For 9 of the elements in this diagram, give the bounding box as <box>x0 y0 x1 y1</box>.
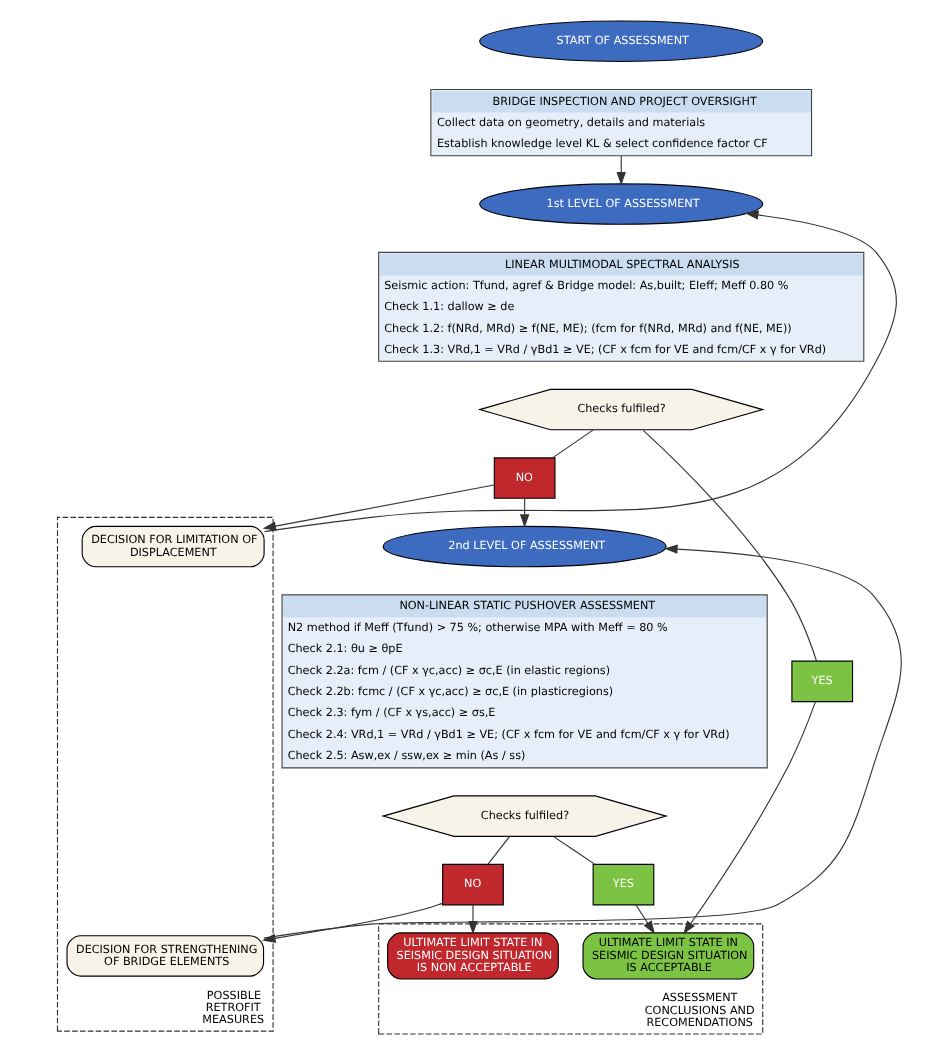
arrow <box>261 902 443 943</box>
connector <box>641 429 817 662</box>
connector <box>551 835 595 865</box>
connector <box>486 835 510 865</box>
arrow <box>261 484 494 531</box>
arrow <box>634 904 654 935</box>
arrow <box>682 701 815 935</box>
arrow <box>263 210 896 533</box>
connector <box>550 429 593 459</box>
